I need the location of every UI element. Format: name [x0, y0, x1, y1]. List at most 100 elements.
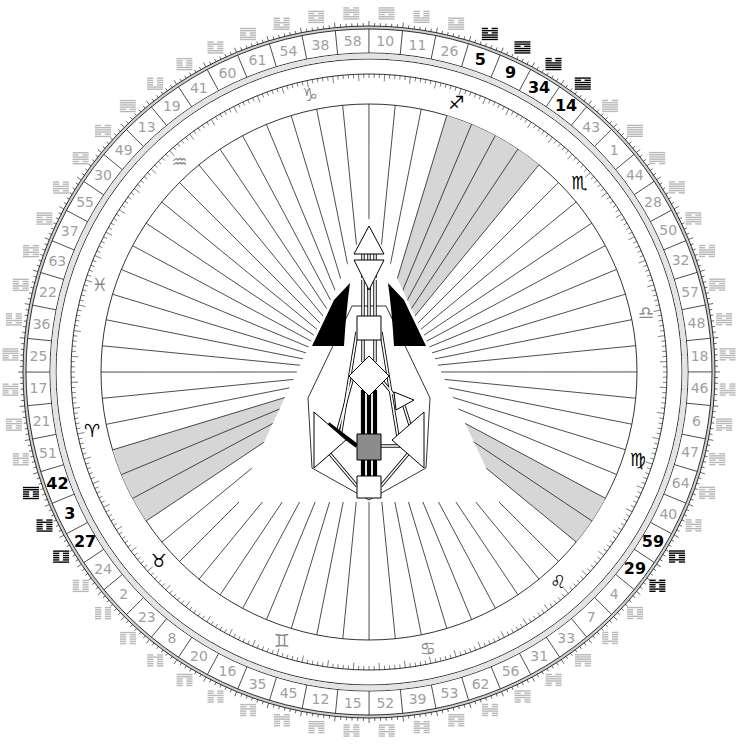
tick — [527, 680, 528, 683]
channel — [381, 454, 408, 486]
root-center — [357, 476, 381, 498]
hexagram-line — [46, 221, 52, 222]
tick — [654, 569, 656, 571]
tick — [180, 663, 182, 666]
tick — [67, 545, 70, 547]
tick — [695, 254, 698, 255]
hexagram-line — [53, 192, 69, 193]
hexagram-line — [318, 17, 324, 18]
hexagram-line — [424, 732, 430, 733]
hexagram-line — [720, 394, 726, 395]
tick — [682, 223, 685, 224]
hexagram-line — [53, 186, 69, 187]
hexagram-line — [130, 634, 136, 635]
hexagram-line — [176, 60, 182, 61]
tick — [32, 461, 35, 463]
tick — [99, 246, 103, 248]
tick — [73, 188, 76, 190]
gate-number: 20 — [190, 649, 208, 663]
hexagram-line — [575, 86, 591, 87]
hexagram-line — [669, 183, 685, 184]
hexagram-line — [82, 589, 88, 590]
tick — [613, 530, 619, 534]
tick — [76, 183, 79, 185]
spoke — [146, 223, 352, 361]
hexagram-symbol — [448, 715, 464, 726]
tick — [198, 613, 200, 616]
tick — [114, 609, 116, 611]
tick — [548, 137, 552, 143]
hexagram-line — [729, 353, 735, 354]
tick — [659, 325, 663, 327]
tick — [253, 98, 255, 102]
tick — [498, 104, 500, 108]
hexagram-line — [720, 350, 726, 351]
tick — [118, 129, 120, 131]
tick — [174, 80, 177, 84]
tick — [653, 295, 657, 296]
hexagram-line — [575, 80, 581, 81]
tick — [380, 718, 381, 721]
hexagram-line — [709, 245, 715, 246]
tick — [621, 133, 623, 135]
hexagram-line — [308, 13, 314, 14]
tick — [343, 665, 344, 669]
tick — [458, 706, 460, 709]
gate-divider — [369, 691, 370, 715]
hexagram-line — [147, 661, 153, 662]
tick — [122, 205, 125, 207]
hexagram-line — [637, 611, 643, 612]
hexagram-line — [283, 20, 289, 21]
hexagram-line — [283, 18, 289, 19]
tick — [21, 400, 24, 401]
hexagram-line — [709, 278, 725, 279]
hexagram-symbol — [669, 551, 685, 562]
tick — [122, 536, 125, 538]
hexagram-line — [726, 425, 732, 426]
gate-divider — [84, 182, 104, 195]
tick — [282, 653, 283, 657]
hexagram-line — [546, 680, 562, 681]
hexagram-line — [16, 315, 22, 316]
tick — [558, 597, 561, 600]
tick — [101, 501, 105, 503]
hexagram-line — [482, 710, 498, 711]
channel — [338, 380, 352, 430]
tick — [235, 692, 237, 697]
tick — [93, 481, 99, 484]
gate-divider — [595, 598, 612, 615]
tick — [399, 76, 400, 80]
gate-divider — [41, 465, 64, 472]
tick — [662, 346, 666, 347]
gate-divider — [650, 210, 671, 221]
tick — [20, 354, 23, 355]
tick — [501, 692, 503, 697]
tick — [624, 223, 627, 225]
tick — [257, 96, 260, 102]
hexagram-line — [217, 41, 223, 42]
hexagram-line — [492, 28, 498, 29]
tick — [414, 26, 415, 29]
tick — [116, 214, 119, 216]
hexagram-line — [82, 154, 88, 155]
hexagram-symbol — [23, 488, 39, 499]
hexagram-line — [105, 609, 111, 610]
channels-inner — [330, 254, 410, 486]
gate-divider — [302, 685, 307, 709]
hexagram-line — [318, 732, 324, 733]
tick — [622, 608, 624, 610]
tick — [414, 78, 416, 82]
hexagram-line — [208, 701, 214, 702]
hexagram-line — [659, 580, 665, 581]
tick — [657, 433, 661, 435]
hexagram-line — [274, 721, 280, 722]
hexagram-line — [423, 15, 429, 16]
tick — [384, 74, 385, 81]
tick — [450, 655, 451, 659]
hexagram-line — [207, 46, 213, 47]
tick — [469, 36, 470, 41]
shoulder-shape — [388, 283, 426, 346]
tick — [317, 79, 319, 83]
gate-number: 26 — [440, 44, 458, 58]
